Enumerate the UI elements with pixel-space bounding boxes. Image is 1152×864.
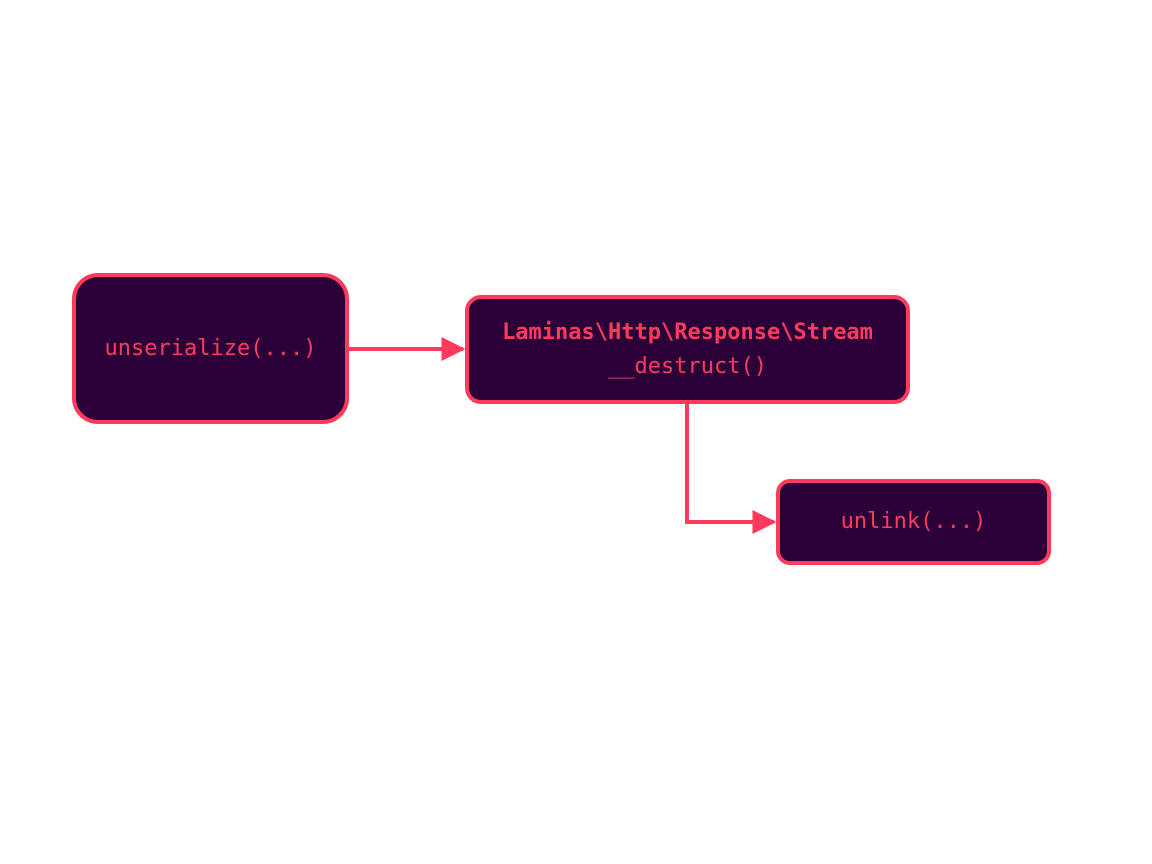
node-unserialize-label: unserialize(...)	[104, 335, 317, 361]
node-unserialize: unserialize(...)	[72, 273, 349, 424]
node-unlink: unlink(...)	[776, 479, 1051, 565]
node-stream-destruct: Laminas\Http\Response\Stream __destruct(…	[465, 295, 910, 404]
edge-stream-to-unlink	[685, 404, 777, 534]
node-stream-class-name: Laminas\Http\Response\Stream	[502, 319, 873, 345]
node-stream-method: __destruct()	[608, 353, 767, 379]
node-unlink-label: unlink(...)	[840, 509, 987, 534]
